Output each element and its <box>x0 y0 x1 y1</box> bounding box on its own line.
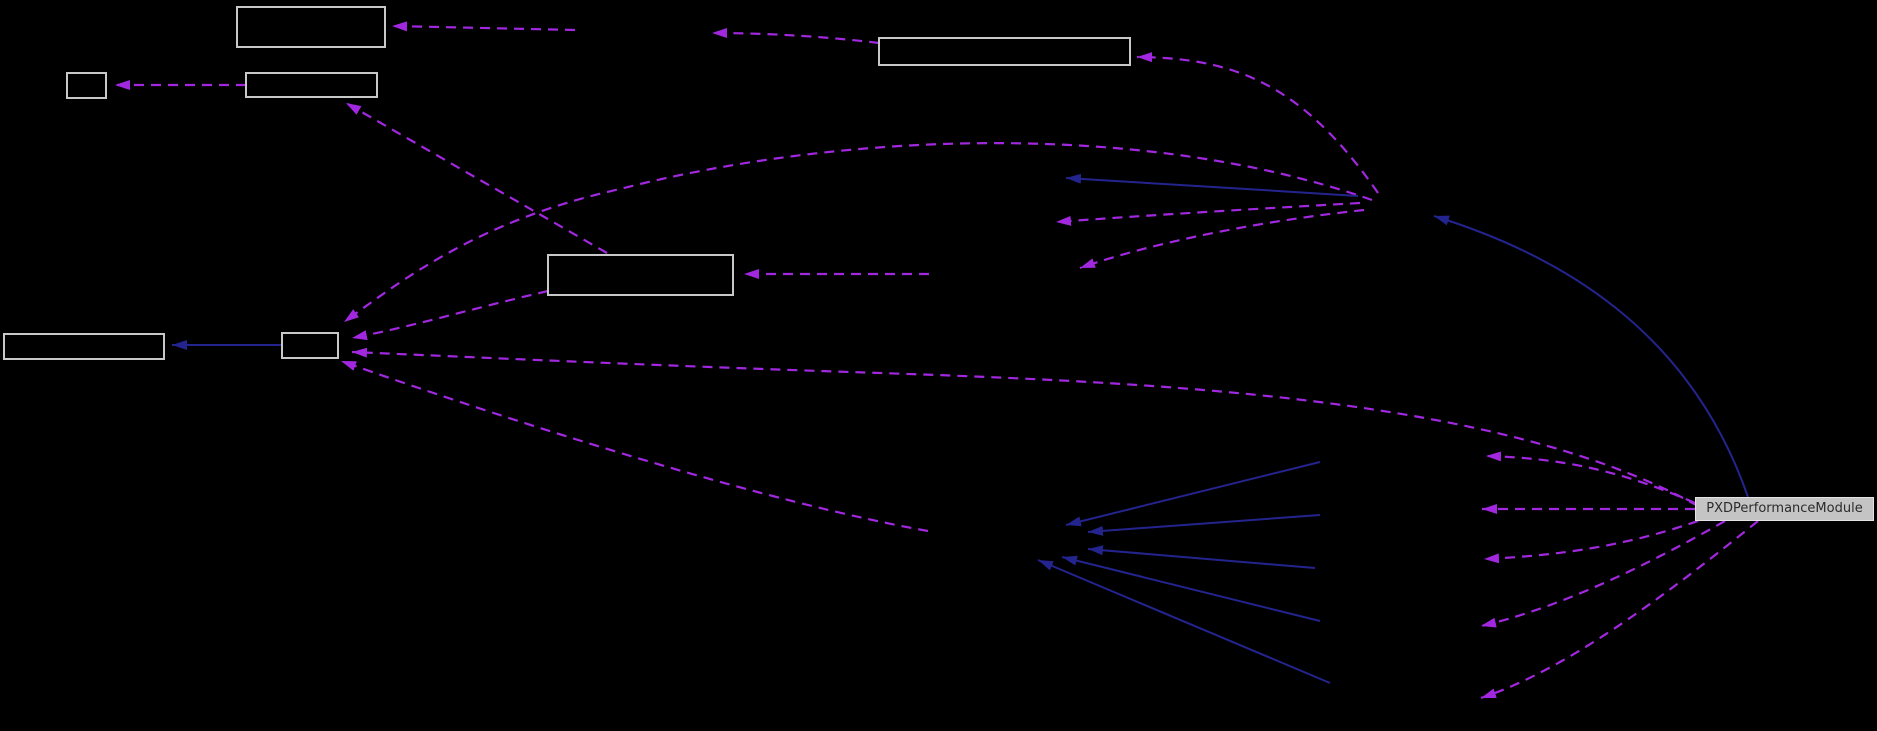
edge-pxd-out-5 <box>1480 520 1759 700</box>
node-box-4[interactable] <box>878 37 1131 66</box>
solid-edges <box>172 173 1749 684</box>
node-box-1[interactable] <box>236 6 386 48</box>
dashed-edges <box>115 21 1759 700</box>
edge-hub-to-left-a <box>1055 201 1361 226</box>
edge-pxd-out-3 <box>1483 519 1699 564</box>
graph-nodes <box>3 6 1131 360</box>
node-box-7[interactable] <box>281 332 339 359</box>
edge-fan-5 <box>1037 559 1331 684</box>
node-box-6[interactable] <box>3 333 165 360</box>
node-pxd-performance-module[interactable]: PXDPerformanceModule <box>1695 497 1874 521</box>
edge-pxd-out-4 <box>1480 520 1726 628</box>
edge-fan-1 <box>1065 461 1321 527</box>
edge-hub-to-left-solid <box>1065 173 1359 197</box>
edge-fan-3 <box>1087 545 1316 569</box>
edge-lower-hub-to-node-7 <box>340 359 929 533</box>
edge-node-5-to-node-3 <box>345 102 608 254</box>
edge-fan-2 <box>1087 514 1321 536</box>
edge-hub-to-left-b <box>1079 208 1365 270</box>
edge-pxd-out-1 <box>1485 451 1696 505</box>
edge-node-5-to-node-7 <box>351 289 549 341</box>
node-box-3[interactable] <box>245 72 378 98</box>
edge-hub-to-node-7-top <box>343 142 1373 323</box>
edge-node-4-to-left <box>711 28 880 45</box>
edge-to-node-1 <box>391 21 576 32</box>
edge-fan-4 <box>1061 555 1321 622</box>
edge-hub-to-node-4 <box>1136 52 1379 194</box>
edge-pxd-to-hub <box>1433 215 1749 498</box>
edge-pxd-to-node-7 <box>351 347 1699 507</box>
node-box-5[interactable] <box>547 254 734 296</box>
node-box-2[interactable] <box>66 72 107 99</box>
